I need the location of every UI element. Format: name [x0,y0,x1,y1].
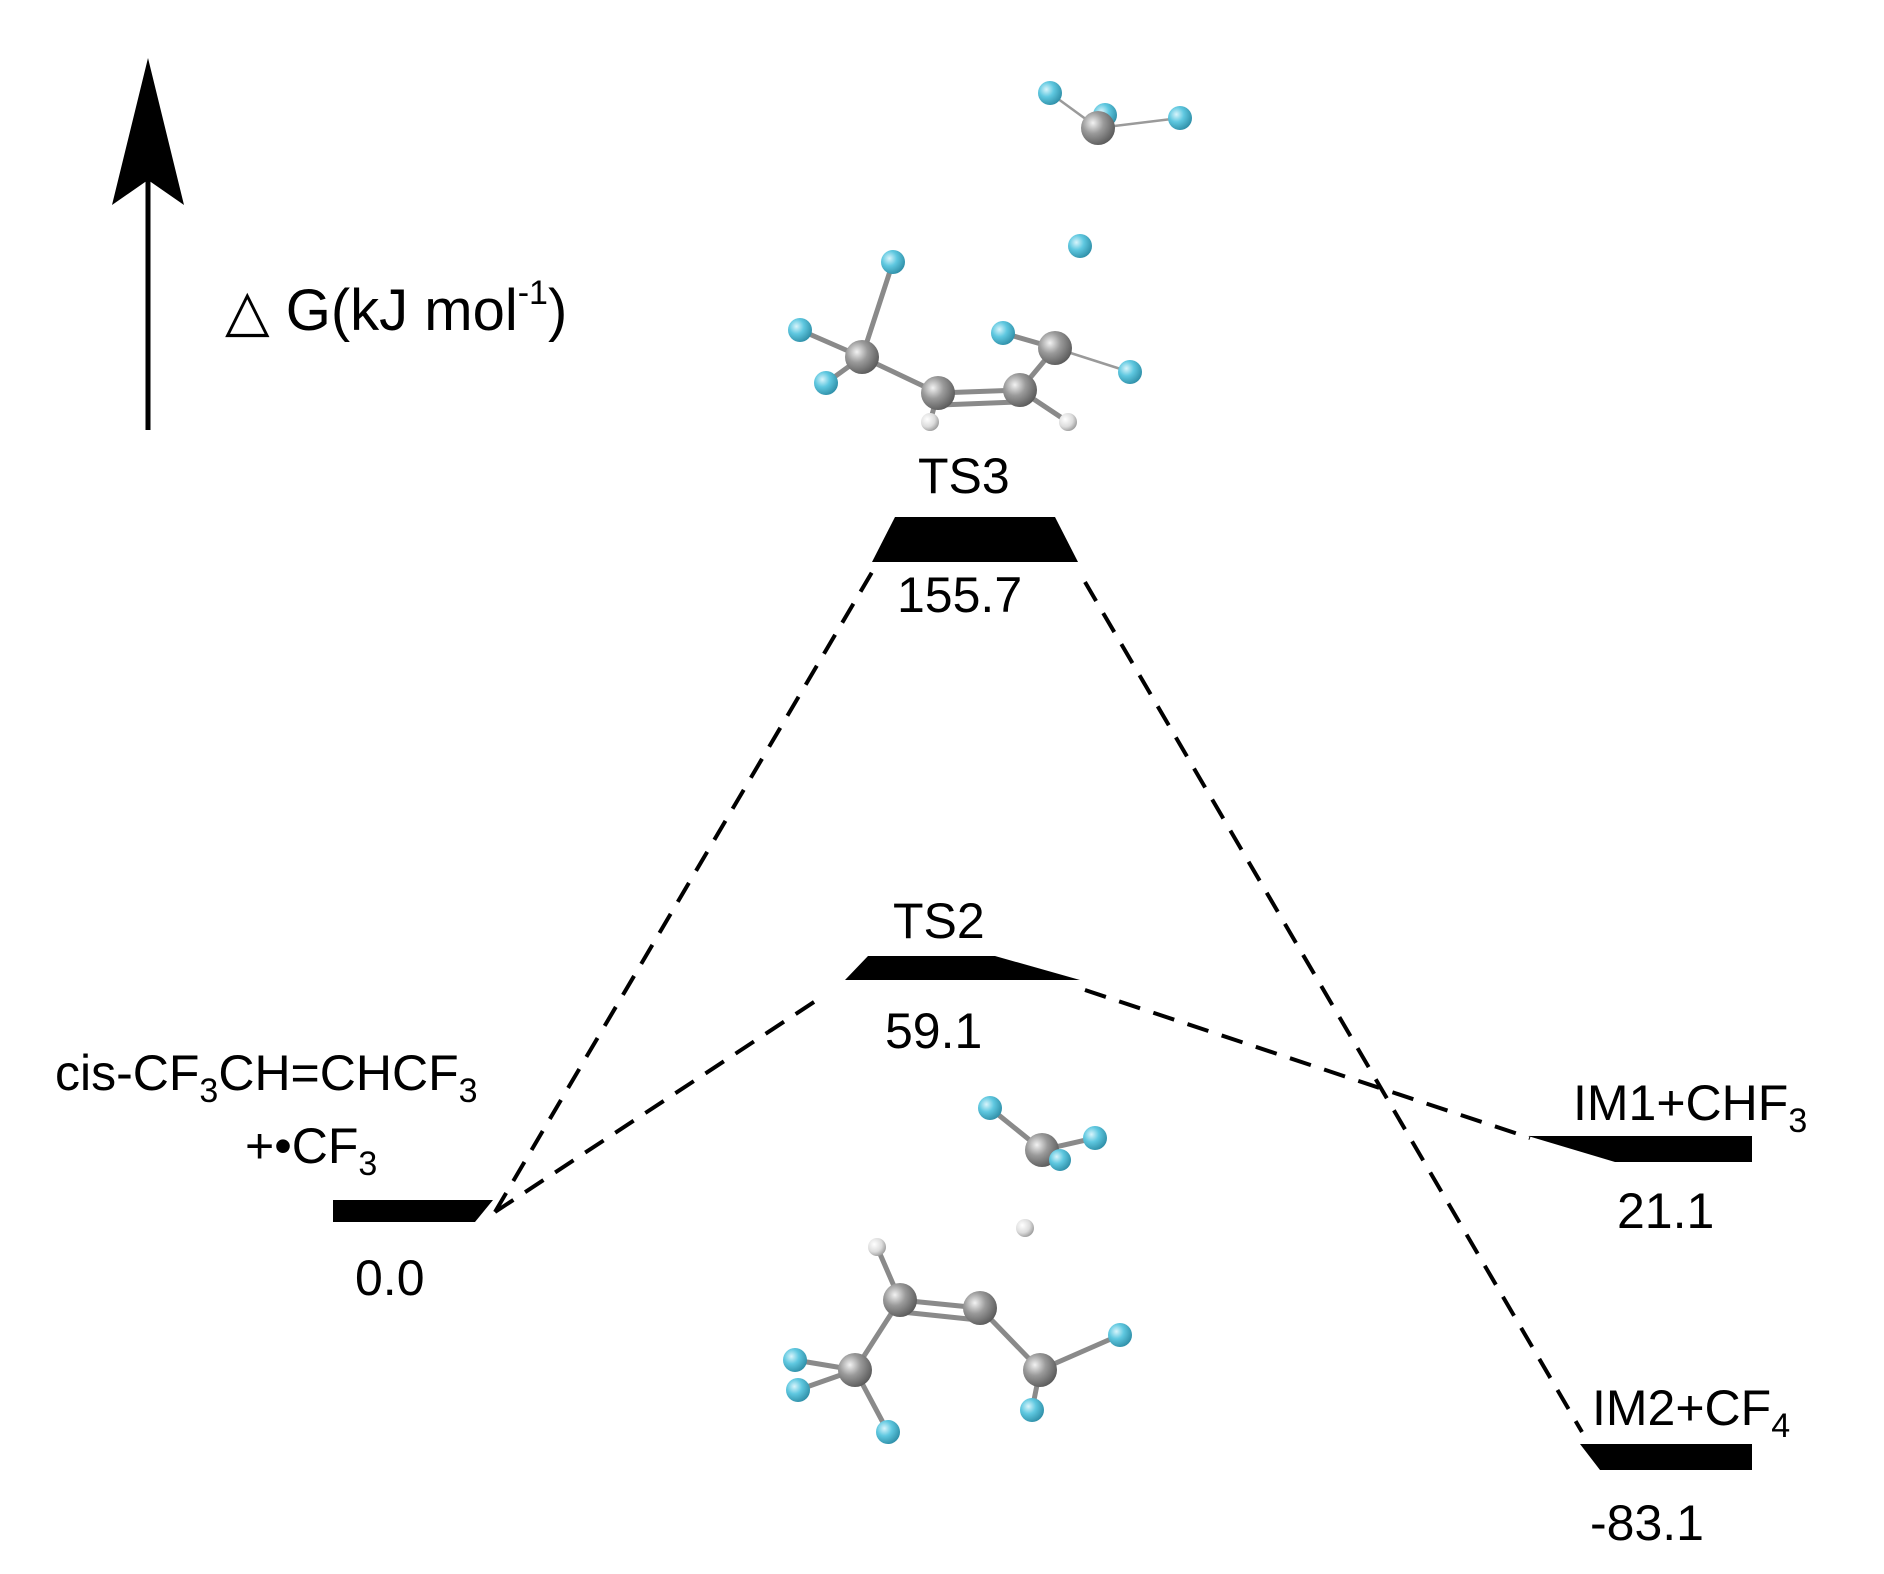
im1-name: IM1+CHF3 [1573,1075,1807,1140]
im1-energy: 21.1 [1617,1183,1714,1239]
level-ts3 [872,517,1078,562]
reactant-energy: 0.0 [355,1250,425,1306]
ts3-energy: 155.7 [897,567,1022,623]
pathway-lines [493,560,1584,1434]
path-ts3-to-im2 [1083,580,1584,1434]
ts2-molecule-structure [783,1096,1132,1444]
reactant-name-line1: cis-CF3CH=CHCF3 [55,1045,478,1110]
energy-axis-label: △ G(kJ mol-1) [225,274,567,343]
level-ts2 [845,956,1080,980]
ts2-name: TS2 [893,893,985,949]
ts3-molecule-structure [788,81,1192,431]
ts2-energy: 59.1 [885,1003,982,1059]
level-reactant [333,1200,493,1222]
reactant-name-line2: +•CF3 [245,1118,377,1183]
im2-name: IM2+CF4 [1592,1380,1790,1445]
path-reactant-to-ts2 [493,996,822,1214]
level-im1 [1528,1136,1752,1162]
im2-energy: -83.1 [1590,1495,1704,1551]
level-im2 [1580,1444,1752,1470]
ts3-name: TS3 [918,448,1010,504]
energy-axis-arrow [112,58,184,430]
path-ts2-to-im1 [1084,988,1531,1140]
energy-levels [333,517,1752,1470]
path-reactant-to-ts3 [493,560,880,1214]
